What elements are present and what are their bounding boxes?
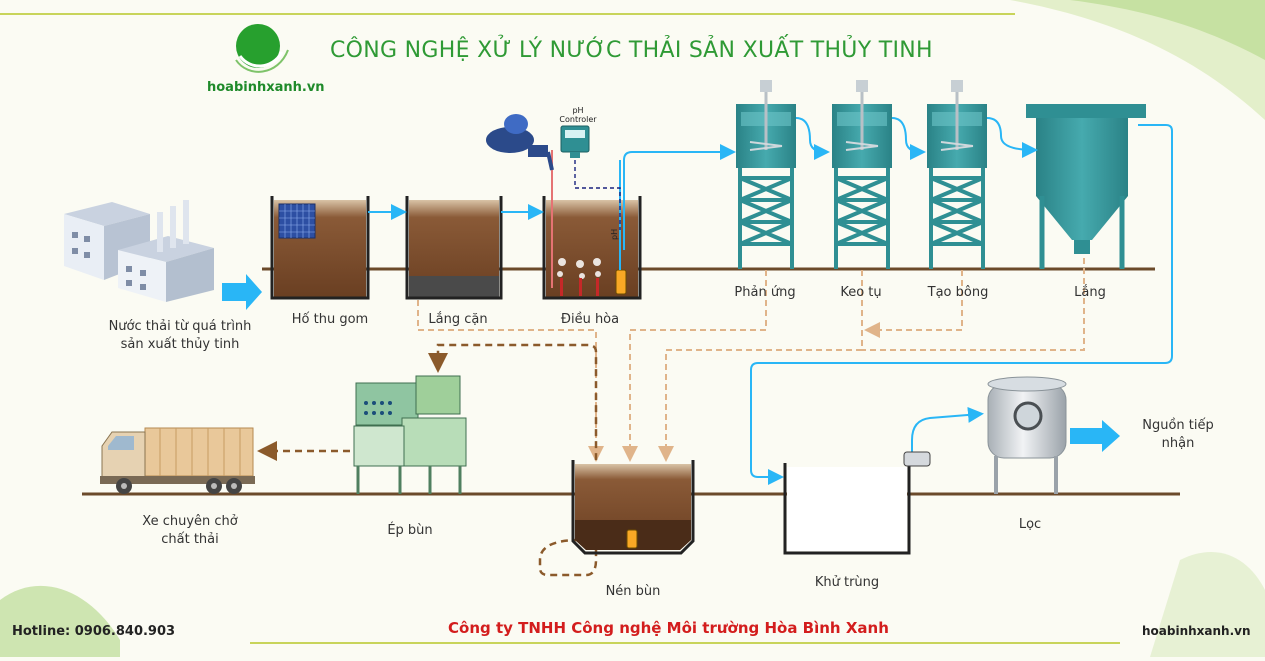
page-title: CÔNG NGHỆ XỬ LÝ NƯỚC THẢI SẢN XUẤT THỦY … [330, 38, 933, 63]
settling-label: Lắng cặn [428, 312, 488, 327]
ph-controller-line-1: pH [572, 106, 584, 115]
clarifier-tank [1026, 104, 1146, 269]
inflow-arrow [222, 274, 262, 310]
sludge-press-machine [353, 375, 467, 494]
truck-label: Xe chuyên chở chất thải [120, 513, 260, 549]
coagulation-label: Keo tụ [840, 285, 882, 300]
reaction-tower [736, 80, 796, 269]
sedimentation-label: Lắng [1074, 285, 1106, 300]
sludge-press-label: Ép bùn [387, 523, 433, 538]
ph-probe-label: pH [610, 229, 619, 240]
flocculation-label: Tạo bông [927, 285, 989, 300]
receiving-source-line-1: Nguồn tiếp [1142, 418, 1214, 433]
truck-icon [100, 427, 255, 494]
receiving-source-label: Nguồn tiếp nhận [1128, 417, 1228, 453]
factory-label-line-1: Nước thải từ quá trình [108, 319, 252, 334]
disinfection-label: Khử trùng [814, 575, 880, 590]
company-logo [235, 24, 289, 73]
filter-vessel [987, 376, 1067, 494]
receiving-source-line-2: nhận [1161, 436, 1195, 451]
disinfection-tank [783, 451, 931, 555]
collection-tank-label: Hố thu gom [291, 312, 369, 327]
collection-tank [270, 196, 370, 300]
sludge-thickener-label: Nén bùn [605, 584, 661, 599]
coagulation-tower [832, 80, 892, 269]
factory-label: Nước thải từ quá trình sản xuất thủy tin… [90, 318, 270, 354]
ph-controller-icon [560, 125, 621, 230]
company-name: Công ty TNHH Công nghệ Môi trường Hòa Bì… [448, 619, 889, 637]
equalization-tank: pH [542, 150, 642, 300]
air-blower-icon [486, 114, 554, 171]
truck-label-line-1: Xe chuyên chở [142, 514, 238, 529]
flocculation-tower [927, 80, 987, 269]
factory-label-line-2: sản xuất thủy tinh [120, 337, 240, 352]
brand-name: hoabinhxanh.vn [207, 80, 325, 95]
sludge-press-lines [257, 343, 598, 577]
sludge-thickener-tank [571, 460, 695, 555]
outflow-arrow [1070, 420, 1120, 452]
factory-icon [64, 200, 214, 302]
hotline-text: Hotline: 0906.840.903 [12, 624, 176, 639]
settling-tank [405, 196, 503, 300]
reaction-label: Phản ứng [734, 285, 796, 300]
ph-controller-label: pH Controler [551, 106, 605, 124]
equalization-label: Điều hòa [560, 312, 620, 327]
website-text: hoabinhxanh.vn [1142, 624, 1251, 638]
ph-controller-line-2: Controler [559, 115, 597, 124]
filter-label: Lọc [1018, 517, 1042, 532]
truck-label-line-2: chất thải [161, 532, 219, 547]
